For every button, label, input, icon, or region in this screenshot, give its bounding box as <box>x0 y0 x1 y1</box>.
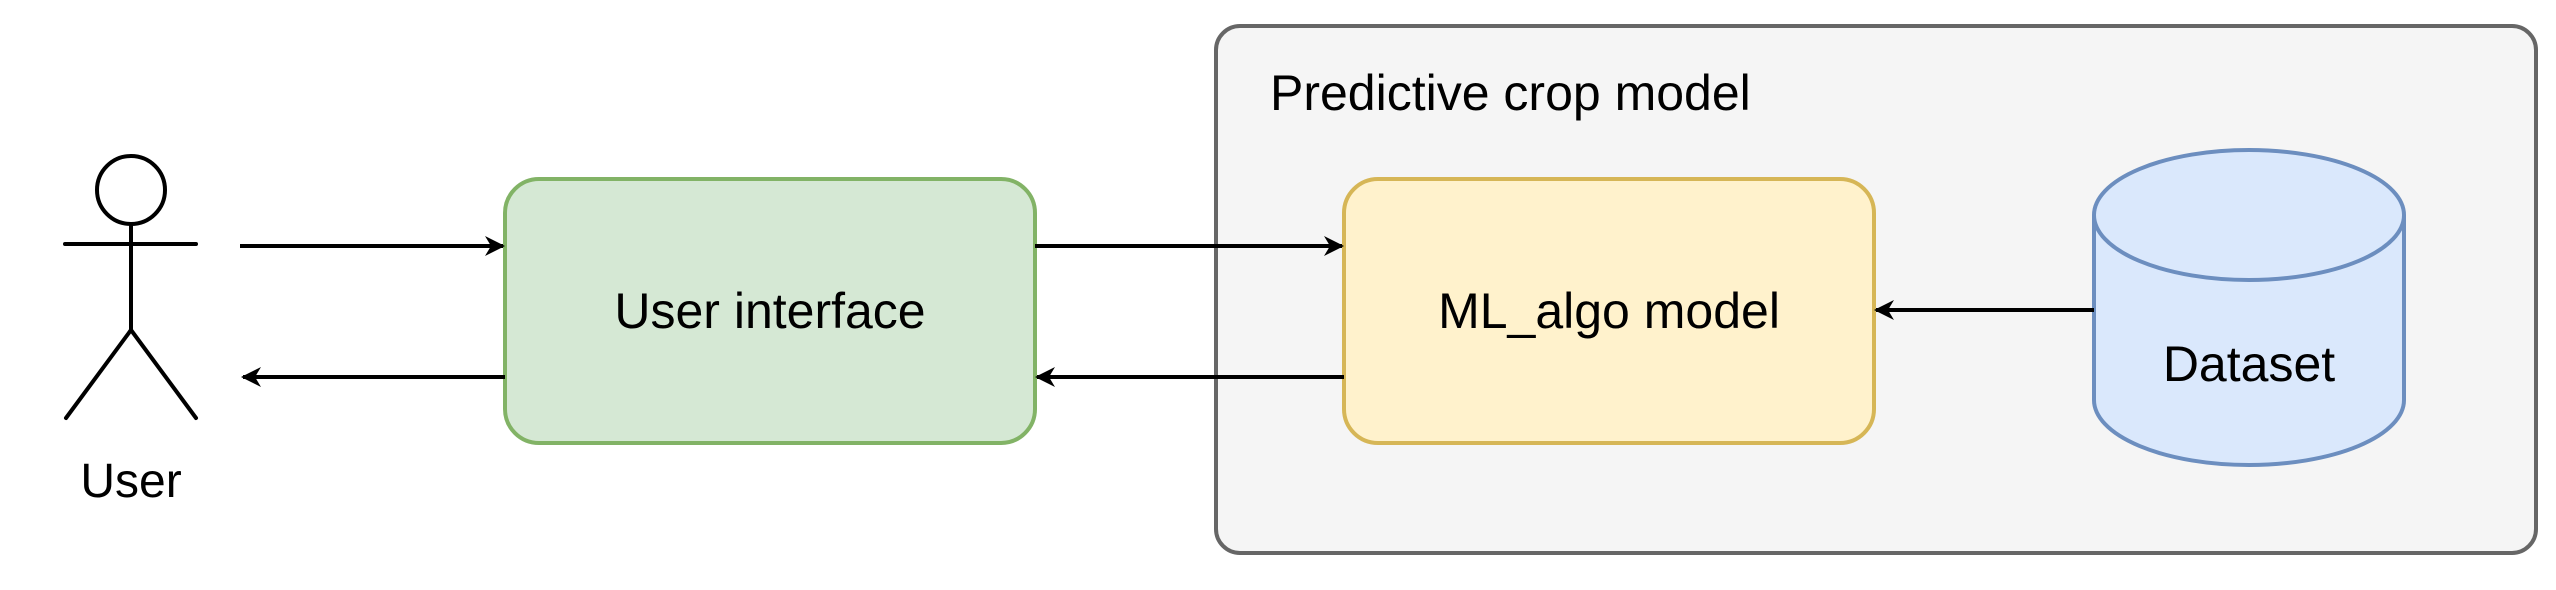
dataset-label: Dataset <box>2163 336 2335 392</box>
user-actor-icon <box>63 154 198 420</box>
dataset-cylinder <box>2092 148 2406 467</box>
dataset-cylinder-rim <box>2092 214 2406 282</box>
dataset-cylinder-body <box>2092 148 2406 467</box>
user-interface-label: User interface <box>614 283 925 339</box>
ml-model-label: ML_algo model <box>1438 283 1780 339</box>
container-title: Predictive crop model <box>1270 65 1751 121</box>
edges <box>240 236 2094 387</box>
user-interface-node <box>503 177 1037 445</box>
user-actor-label: User <box>80 455 181 508</box>
